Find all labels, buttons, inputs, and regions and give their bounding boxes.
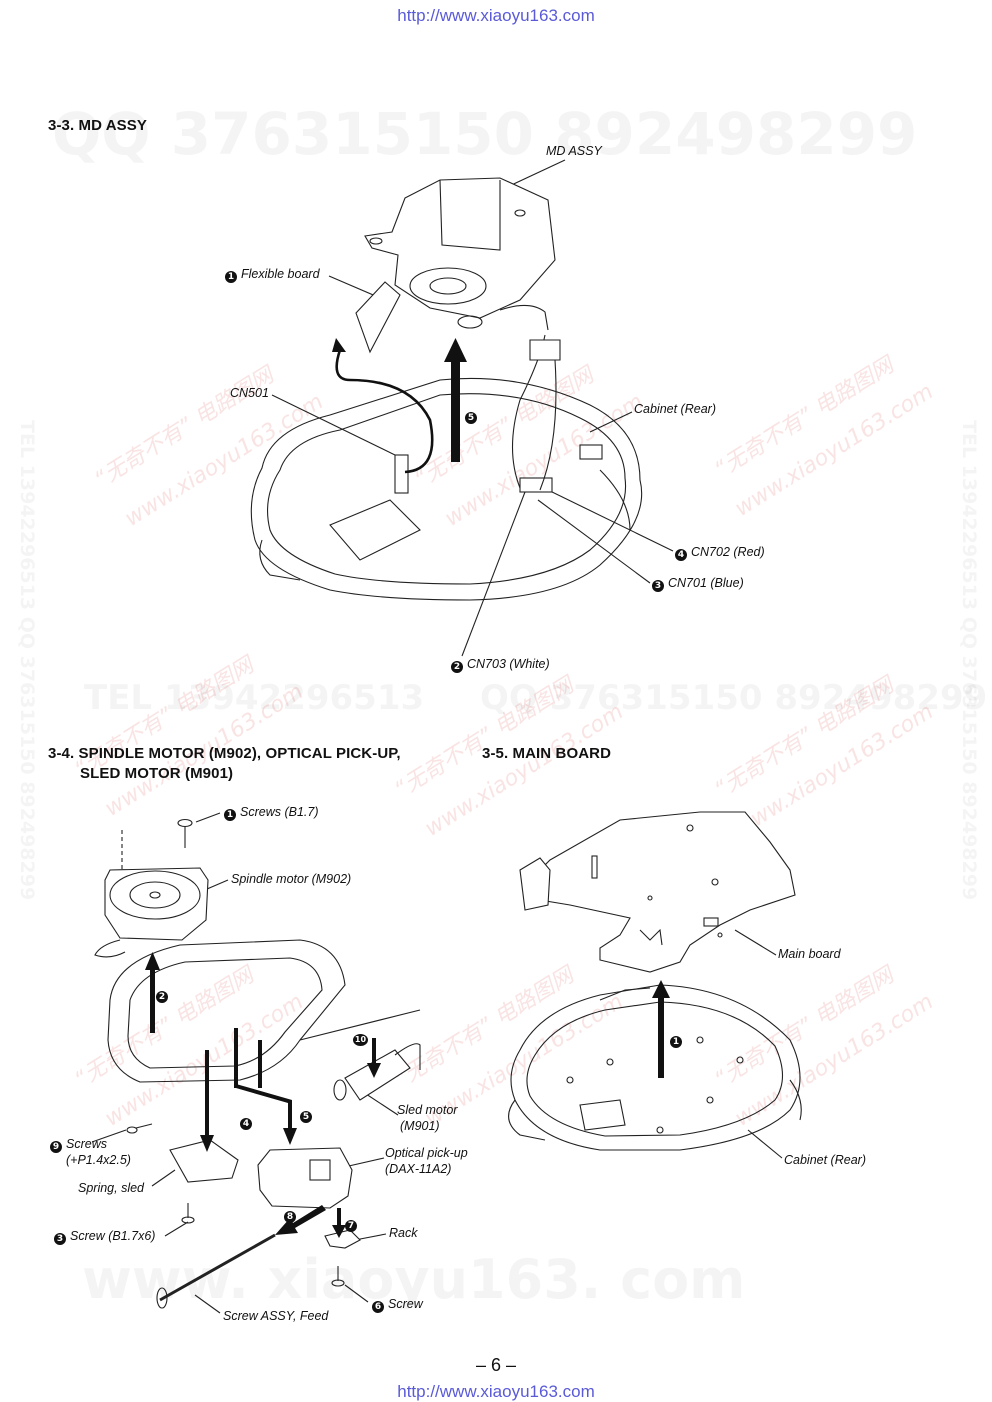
label-screw-b17x6-text: Screw (B1.7x6) (70, 1229, 156, 1243)
label-screw-assy-feed: Screw ASSY, Feed (223, 1309, 329, 1323)
step-5-badge-spindle: 5 (300, 1105, 316, 1123)
step-5-badge-md: 5 (465, 406, 481, 424)
label-cn702: 4 CN702 (Red) (675, 545, 765, 561)
footer-url-link[interactable]: http://www.xiaoyu163.com (397, 1382, 595, 1401)
label-cn501: CN501 (230, 386, 269, 400)
step-5-number: 5 (465, 412, 477, 424)
section-title-main-board: 3-5. MAIN BOARD (482, 745, 612, 762)
step-4-number: 4 (240, 1118, 252, 1130)
step-7-number: 7 (345, 1220, 357, 1232)
step-6-badge: 6 (372, 1301, 384, 1313)
step-8-badge: 8 (284, 1205, 300, 1223)
step-1-badge-spindle: 1 (224, 809, 236, 821)
label-spring-sled: Spring, sled (78, 1181, 145, 1195)
step-1-badge-main: 1 (670, 1030, 686, 1048)
section-title-spindle-line2: SLED MOTOR (M901) (80, 765, 234, 782)
step-9-badge: 9 (50, 1141, 62, 1153)
step-1-badge: 1 (225, 271, 237, 283)
step-8-number: 8 (284, 1211, 296, 1223)
section-title-spindle-line1: 3-4. SPINDLE MOTOR (M902), OPTICAL PICK-… (48, 745, 401, 762)
label-cn703-text: CN703 (White) (467, 657, 550, 671)
label-sled-motor-a: Sled motor (397, 1103, 458, 1117)
label-cn701: 3 CN701 (Blue) (652, 576, 744, 592)
step-7-badge: 7 (345, 1214, 361, 1232)
md-assy-diagram (250, 159, 674, 657)
page-number: – 6 – (475, 1355, 517, 1375)
label-screws-p14-size: (+P1.4x2.5) (66, 1153, 131, 1167)
step-10-number: 10 (353, 1034, 368, 1046)
header-url-link[interactable]: http://www.xiaoyu163.com (397, 6, 595, 25)
label-md-assy: MD ASSY (546, 144, 602, 158)
label-flexible-board: 1 Flexible board (225, 267, 320, 283)
label-flexible-board-text: Flexible board (241, 267, 320, 281)
step-4-badge: 4 (675, 549, 687, 561)
label-screws-b17: 1 Screws (B1.7) (224, 805, 319, 821)
label-cn702-text: CN702 (Red) (691, 545, 765, 559)
step-2-badge: 2 (451, 661, 463, 673)
label-spindle-motor: Spindle motor (M902) (231, 872, 352, 886)
label-cn701-text: CN701 (Blue) (668, 576, 744, 590)
step-2-badge-spindle: 2 (156, 985, 172, 1003)
step-2-number: 2 (156, 991, 168, 1003)
label-screws-p14: 9 Screws (50, 1137, 107, 1153)
label-cabinet-rear-main: Cabinet (Rear) (784, 1153, 866, 1167)
step-4-badge-spindle: 4 (240, 1112, 256, 1130)
step-3-badge: 3 (652, 580, 664, 592)
label-main-board: Main board (778, 947, 841, 961)
label-screw-b17x6: 3 Screw (B1.7x6) (54, 1229, 155, 1245)
label-rack: Rack (389, 1226, 418, 1240)
label-optical-a: Optical pick-up (385, 1146, 468, 1160)
label-screws-b17-text: Screws (B1.7) (240, 805, 319, 819)
label-sled-motor-b: (M901) (400, 1119, 440, 1133)
label-screw-6-text: Screw (388, 1297, 423, 1311)
section-title-md-assy: 3-3. MD ASSY (48, 117, 148, 134)
label-optical-b: (DAX-11A2) (385, 1162, 452, 1176)
step-3-badge-spindle: 3 (54, 1233, 66, 1245)
label-cn703: 2 CN703 (White) (451, 657, 550, 673)
step-10-badge: 10 (353, 1028, 372, 1046)
step-1-number-main: 1 (670, 1036, 682, 1048)
label-screws-p14-text: Screws (66, 1137, 107, 1151)
label-screw-6: 6 Screw (372, 1297, 423, 1313)
label-cabinet-rear-md: Cabinet (Rear) (634, 402, 716, 416)
step-5-number-spindle: 5 (300, 1111, 312, 1123)
